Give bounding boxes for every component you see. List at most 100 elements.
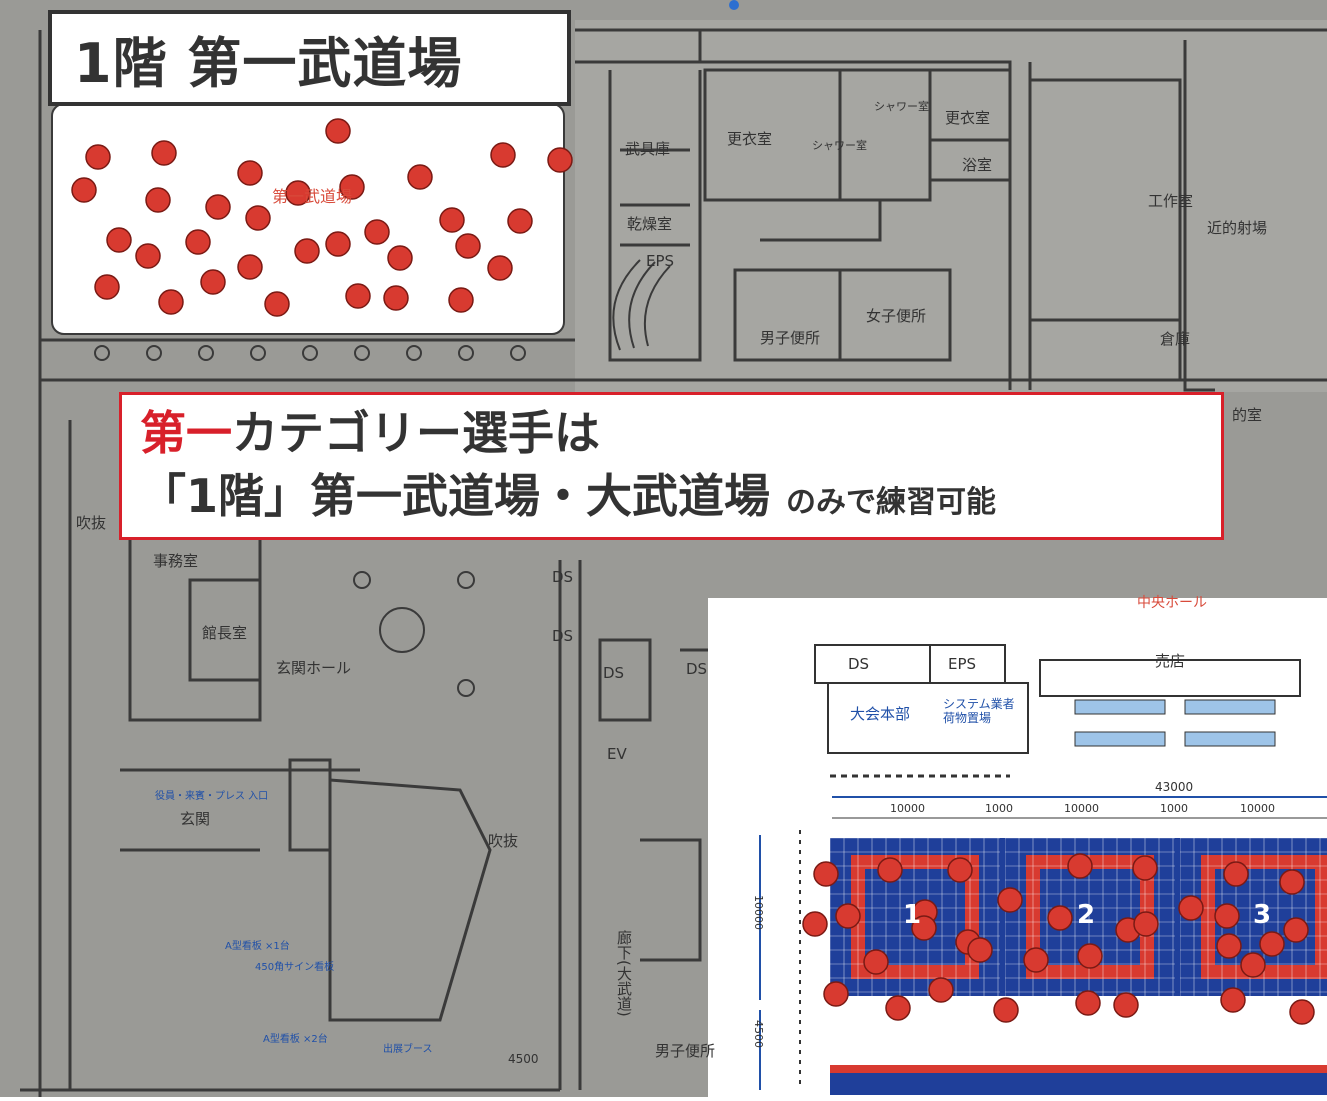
player-marker xyxy=(911,915,937,941)
player-marker xyxy=(158,289,184,315)
bottom-mat-edge xyxy=(830,1065,1327,1073)
sign-c-label: A型看板 ×2台 xyxy=(263,1034,328,1045)
player-marker xyxy=(1132,855,1158,881)
sign-a-label: A型看板 ×1台 xyxy=(225,941,290,952)
room-label-atrium2: 吹抜 xyxy=(488,832,519,850)
player-marker xyxy=(507,208,533,234)
inset-shop: 売店 xyxy=(1155,652,1186,670)
room-label-archery2: 的室 xyxy=(1232,406,1263,424)
player-marker xyxy=(1279,869,1305,895)
room-label-ds4: DS xyxy=(686,660,708,678)
room-label-drying: 乾燥室 xyxy=(627,215,673,233)
room-label-ds3: DS xyxy=(603,664,625,682)
player-marker xyxy=(135,243,161,269)
dojo1-area xyxy=(51,103,565,335)
inset-dim-bottom: 4500 xyxy=(752,1020,765,1048)
room-label-ds1: DS xyxy=(552,568,574,586)
room-label-mens-restroom: 男子便所 xyxy=(760,329,821,347)
columns xyxy=(94,345,526,697)
player-marker xyxy=(1283,917,1309,943)
inset-dim-side: 10000 xyxy=(752,895,765,930)
player-marker xyxy=(145,187,171,213)
player-marker xyxy=(285,180,311,206)
player-marker xyxy=(1178,895,1204,921)
player-marker xyxy=(487,255,513,281)
mat-gap-2 xyxy=(1175,838,1180,996)
player-marker xyxy=(885,995,911,1021)
room-label-ds2: DS xyxy=(552,627,574,645)
player-marker xyxy=(205,194,231,220)
player-marker xyxy=(106,227,132,253)
location-dot xyxy=(729,0,739,10)
inset-dim-gap-2: 1000 xyxy=(1160,802,1188,815)
room-label-entrance-hall: 玄関ホール xyxy=(276,659,352,677)
notice-line2-small: のみで練習可能 xyxy=(786,485,997,520)
player-marker xyxy=(71,177,97,203)
room-label-entrance: 玄関 xyxy=(180,810,211,828)
player-marker xyxy=(325,118,351,144)
player-markers xyxy=(71,118,1315,1025)
room-label-corridor: 廊下(大武道) xyxy=(615,930,633,1017)
court-number-1: 1 xyxy=(903,900,922,930)
player-marker xyxy=(490,142,516,168)
entry-sign-label: 役員・来賓・プレス 入口 xyxy=(155,791,269,802)
bottom-mat-strip xyxy=(830,1065,1327,1095)
notice-line-1: 第一カテゴリー選手は xyxy=(140,405,1221,461)
sign-b-label: 450角サイン看板 xyxy=(255,962,335,973)
player-marker xyxy=(863,949,889,975)
player-marker xyxy=(345,283,371,309)
player-marker xyxy=(1047,905,1073,931)
player-marker xyxy=(245,205,271,231)
player-marker xyxy=(1223,861,1249,887)
room-label-archery: 近的射場 xyxy=(1207,219,1268,237)
player-marker xyxy=(294,238,320,264)
player-marker xyxy=(813,861,839,887)
room-label-dojo1: 第一武道場 xyxy=(272,187,353,206)
spiral-stair xyxy=(612,259,671,351)
player-marker xyxy=(547,147,573,173)
player-marker xyxy=(967,937,993,963)
inset-dim-total: 43000 xyxy=(1155,780,1194,794)
player-marker xyxy=(383,285,409,311)
player-marker xyxy=(1067,853,1093,879)
room-label-mens-restroom2: 男子便所 xyxy=(655,1042,716,1060)
player-marker xyxy=(1214,903,1240,929)
player-marker xyxy=(1216,933,1242,959)
room-label-atrium1: 吹抜 xyxy=(76,514,107,532)
room-label-storage: 倉庫 xyxy=(1160,330,1191,348)
player-marker xyxy=(928,977,954,1003)
player-marker xyxy=(1113,992,1139,1018)
inset-eps: EPS xyxy=(948,655,977,673)
player-marker xyxy=(339,174,365,200)
inset-dim-court-3: 10000 xyxy=(1240,802,1275,815)
inset-dim-gap: 1000 xyxy=(985,802,1013,815)
notice-line1-text: カテゴリー選手は xyxy=(232,406,600,460)
player-marker xyxy=(1077,943,1103,969)
player-marker xyxy=(835,903,861,929)
room-label-locker1: 更衣室 xyxy=(727,130,773,148)
player-marker xyxy=(448,287,474,313)
player-marker xyxy=(185,229,211,255)
player-marker xyxy=(264,291,290,317)
court-number-2: 2 xyxy=(1077,900,1096,930)
player-marker xyxy=(823,981,849,1007)
court-number-3: 3 xyxy=(1253,900,1272,930)
room-label-workshop: 工作室 xyxy=(1148,192,1194,210)
player-marker xyxy=(364,219,390,245)
notice-line2-main: 「1階」第一武道場・大武道場 xyxy=(140,469,771,523)
player-marker xyxy=(1023,947,1049,973)
mat-gap-1 xyxy=(1000,838,1005,996)
inset-central-hall: 中央ホール xyxy=(1137,595,1207,611)
room-label-director: 館長室 xyxy=(202,624,248,642)
player-marker xyxy=(993,997,1019,1023)
room-label-weapons: 武具庫 xyxy=(625,140,671,158)
room-label-shower2: シャワー室 xyxy=(812,139,867,152)
room-label-womens-restroom: 女子便所 xyxy=(866,307,927,325)
player-marker xyxy=(802,911,828,937)
player-marker xyxy=(325,231,351,257)
player-marker xyxy=(1075,990,1101,1016)
player-marker xyxy=(455,233,481,259)
room-label-ev: EV xyxy=(607,745,627,763)
